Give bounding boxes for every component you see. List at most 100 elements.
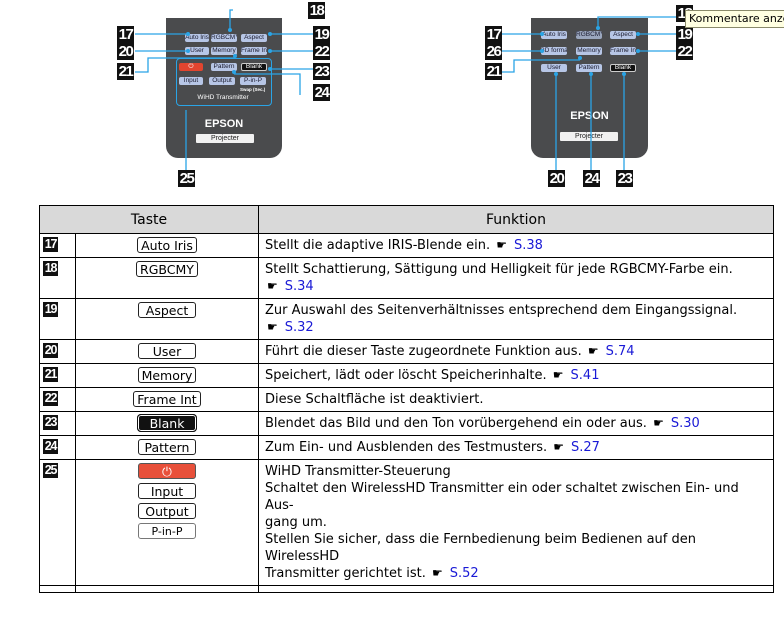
row-function-cell: Zur Auswahl des Seitenverhältnisses ents… [258, 298, 774, 340]
key-function-table: Taste Funktion 17 Auto Iris Stellt die ada… [39, 205, 774, 593]
row-number-cell [39, 585, 76, 593]
row-number-cell: 24 [39, 435, 76, 460]
function-text: WiHD Transmitter-Steuerung [265, 464, 451, 479]
page-reference-link[interactable]: S.34 [284, 279, 314, 294]
callout-17: 17 [117, 26, 134, 43]
table-row: 23 Blank Blendet das Bild und den Ton vorü… [39, 411, 774, 436]
row-function-cell: Diese Schaltfläche ist deaktiviert. [258, 387, 774, 412]
row-key-cell: Pattern [75, 435, 259, 460]
remote-button-user: User [541, 64, 567, 72]
key-label: RGBCMY [136, 261, 198, 277]
remote-button-aspect: Aspect [241, 34, 267, 42]
function-text: Zur Auswahl des Seitenverhältnisses ents… [265, 303, 738, 318]
remote-button-pattern: Pattern [576, 64, 602, 72]
row-number-cell: 20 [39, 339, 76, 364]
callout-badge: 19 [43, 302, 58, 317]
row-number-cell: 19 [39, 298, 76, 340]
pointing-hand-icon: ☛ [552, 368, 564, 382]
row-function-cell: Stellt die adaptive IRIS-Blende ein. ☛S.… [258, 233, 774, 258]
pointing-hand-icon: ☛ [431, 566, 443, 580]
table-row: 20 User Führt die dieser Taste zugeordnete… [39, 339, 774, 364]
pointing-hand-icon: ☛ [267, 279, 278, 293]
function-text: Stellen Sie sicher, dass die Fernbedienu… [265, 532, 696, 564]
table-row-truncated [39, 585, 774, 593]
key-label: P-in-P [138, 523, 196, 539]
callout-18: 18 [308, 2, 325, 19]
epson-logo: EPSON [570, 110, 609, 122]
row-key-cell: Auto Iris [75, 233, 259, 258]
page-reference-link[interactable]: S.32 [284, 320, 314, 335]
remote-button-memory: Memory [211, 47, 237, 55]
row-function-cell: Speichert, lädt oder löscht Speicherinha… [258, 363, 774, 388]
callout-badge: 17 [43, 237, 58, 252]
callout-badge: 24 [43, 439, 58, 454]
pointing-hand-icon: ☛ [267, 320, 278, 334]
projecter-plate: Projecter [560, 132, 618, 141]
header-key: Taste [39, 205, 259, 234]
table-row: 18 RGBCMY Stellt Schattierung, Sättigung u… [39, 257, 774, 299]
key-label: Pattern [138, 439, 196, 455]
page-reference-link[interactable]: S.41 [570, 368, 600, 383]
callout-21: 21 [485, 63, 502, 80]
remote-figure-left: Auto Iris RGBCMY Aspect User Memory Fram… [110, 0, 350, 190]
row-function-cell: Blendet das Bild und den Ton vorübergehe… [258, 411, 774, 436]
row-function-cell: Stellt Schattierung, Sättigung und Helli… [258, 257, 774, 299]
key-label: Input [138, 483, 196, 499]
remote-button-auto-iris: Auto Iris [185, 34, 209, 42]
key-label: Output [138, 503, 196, 519]
callout-23: 23 [313, 63, 330, 80]
page-reference-link[interactable]: S.30 [670, 416, 700, 431]
callout-badge: 25 [43, 463, 58, 478]
remote-button-blank: Blank [610, 64, 636, 72]
pointing-hand-icon: ☛ [553, 440, 565, 454]
remote-button-auto-iris: Auto Iris [541, 31, 567, 39]
tooltip-show-comments: Kommentare anze [685, 10, 784, 28]
remote-button-rgbcmy: RGBCMY [211, 34, 237, 42]
key-label: Auto Iris [137, 237, 197, 253]
projecter-plate: Projecter [196, 134, 254, 143]
page-reference-link[interactable]: S.74 [605, 344, 635, 359]
callout-22: 22 [313, 43, 330, 60]
row-number-cell: 21 [39, 363, 76, 388]
row-function-cell: Führt die dieser Taste zugeordnete Funkt… [258, 339, 774, 364]
remote-button-rgbcmy: RGBCMY [576, 31, 602, 39]
callout-23: 23 [616, 170, 633, 187]
pointing-hand-icon: ☛ [653, 416, 664, 430]
remote-button-blank: Blank [241, 63, 267, 71]
page-reference-link[interactable]: S.52 [449, 566, 479, 581]
row-key-cell [75, 585, 259, 593]
key-label: User [138, 343, 196, 359]
remote-button-memory: Memory [576, 47, 602, 55]
key-label: Blank [137, 414, 197, 432]
function-text: Stellt Schattierung, Sättigung und Helli… [265, 262, 733, 277]
remote-figure-right: Auto Iris RGBCMY Aspect 3D format Memory… [480, 0, 784, 190]
callout-24: 24 [313, 84, 330, 101]
wihd-label: WiHD Transmitter [197, 94, 249, 101]
epson-logo: EPSON [204, 118, 244, 130]
callout-badge: 23 [43, 415, 58, 430]
callout-20: 20 [548, 170, 565, 187]
table-row: 17 Auto Iris Stellt die adaptive IRIS-Blen… [39, 233, 774, 258]
row-function-cell [258, 585, 774, 593]
function-text: Transmitter gerichtet ist. [265, 566, 426, 581]
remote-button-pinp: P-in-P [240, 77, 266, 85]
row-number-cell: 25 [39, 459, 76, 586]
callout-badge: 18 [43, 261, 58, 276]
remote-body: Auto Iris RGBCMY Aspect User Memory Fram… [166, 18, 282, 158]
row-number-cell: 18 [39, 257, 76, 299]
callout-20: 20 [117, 43, 134, 60]
page-reference-link[interactable]: S.27 [571, 440, 600, 455]
header-function: Funktion [258, 205, 774, 234]
remote-button-aspect: Aspect [610, 31, 636, 39]
page-reference-link[interactable]: S.38 [513, 238, 543, 253]
function-text: Führt die dieser Taste zugeordnete Funkt… [265, 344, 582, 359]
callout-19: 19 [313, 26, 330, 43]
remote-button-output: Output [209, 77, 235, 85]
